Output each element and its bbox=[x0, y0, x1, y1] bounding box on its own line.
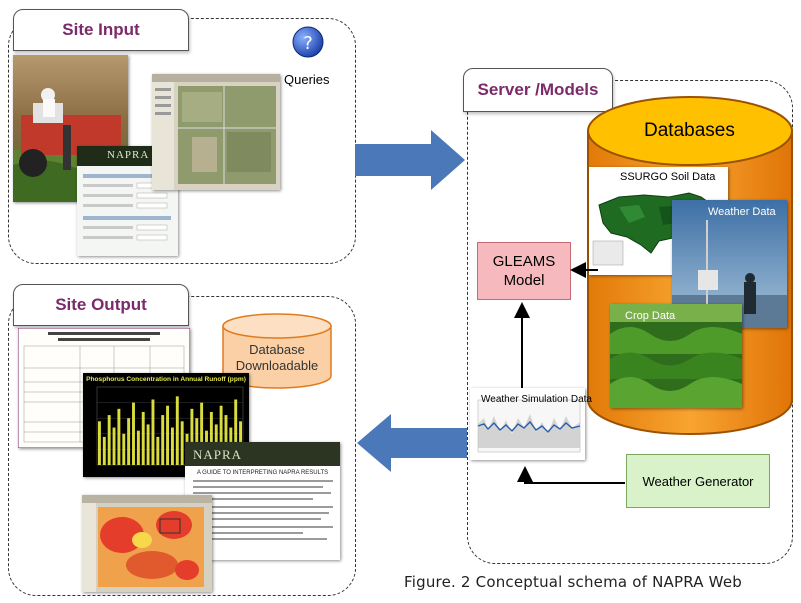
chart-bar bbox=[102, 436, 106, 465]
chart-bar bbox=[156, 436, 160, 465]
chart-bar bbox=[107, 415, 111, 465]
chart-bar bbox=[161, 415, 165, 465]
crop-data-label: Crop Data bbox=[625, 310, 676, 322]
chart-bar bbox=[190, 408, 194, 465]
db-line1: Database bbox=[249, 342, 305, 357]
server-models-title: Server /Models bbox=[463, 68, 613, 112]
chart-bar bbox=[195, 418, 199, 465]
guide-title: A GUIDE TO INTERPRETING NAPRA RESULTS bbox=[196, 470, 329, 476]
chart-bar bbox=[224, 415, 228, 465]
chart-bar bbox=[136, 430, 140, 465]
queries-label: Queries bbox=[284, 72, 330, 87]
site-input-title: Site Input bbox=[13, 9, 189, 51]
site-output-title: Site Output bbox=[13, 284, 189, 326]
server-flow-arrows bbox=[514, 262, 625, 484]
weather-simulation-chart bbox=[470, 388, 585, 460]
question-icon: ? bbox=[292, 26, 324, 58]
chart-bar bbox=[200, 402, 204, 465]
gleams-line2: Model bbox=[503, 272, 545, 289]
map-query-screenshot bbox=[152, 74, 280, 190]
chart-bar bbox=[219, 405, 223, 465]
database-downloadable-label: Database Downloadable bbox=[228, 340, 326, 376]
chart-bar bbox=[127, 418, 131, 465]
phosphorus-chart-title: Phosphorus Concentration in Annual Runof… bbox=[86, 376, 246, 383]
gleams-model-box: GLEAMS Model bbox=[477, 242, 571, 300]
chart-bar bbox=[180, 421, 184, 465]
chart-bar bbox=[146, 424, 150, 465]
weather-generator-box: Weather Generator bbox=[626, 454, 770, 508]
chart-bar bbox=[234, 399, 238, 465]
chart-bar bbox=[209, 411, 213, 465]
weather-generator-label: Weather Generator bbox=[642, 473, 754, 489]
chart-bar bbox=[166, 405, 170, 465]
napra-guide-logo: NAPRA bbox=[193, 447, 243, 462]
chart-bar bbox=[122, 433, 126, 465]
svg-text:?: ? bbox=[303, 33, 313, 54]
db-line2: Downloadable bbox=[235, 358, 319, 373]
figure-caption: Figure. 2 Conceptual schema of NAPRA Web bbox=[404, 573, 742, 591]
weather-data-label: Weather Data bbox=[708, 206, 776, 218]
chart-bar bbox=[132, 402, 135, 465]
arrow-input-to-server bbox=[355, 130, 465, 190]
chart-bar bbox=[151, 399, 155, 465]
databases-label: Databases bbox=[644, 120, 735, 141]
heatmap-screenshot bbox=[82, 495, 212, 592]
chart-bar bbox=[170, 427, 174, 465]
chart-bar bbox=[97, 421, 101, 465]
napra-guide-screenshot: NAPRA A GUIDE TO INTERPRETING NAPRA RESU… bbox=[185, 442, 340, 560]
chart-bar bbox=[175, 396, 179, 465]
weather-sim-label: Weather Simulation Data bbox=[481, 394, 592, 405]
chart-bar bbox=[117, 408, 121, 465]
chart-bar bbox=[112, 427, 116, 465]
crop-photo bbox=[610, 304, 742, 408]
arrow-server-to-output bbox=[357, 414, 467, 472]
napra-input-logo: NAPRA bbox=[107, 149, 150, 161]
ssurgo-label: SSURGO Soil Data bbox=[620, 171, 716, 183]
chart-bar bbox=[141, 411, 145, 465]
gleams-line1: GLEAMS bbox=[492, 253, 556, 270]
